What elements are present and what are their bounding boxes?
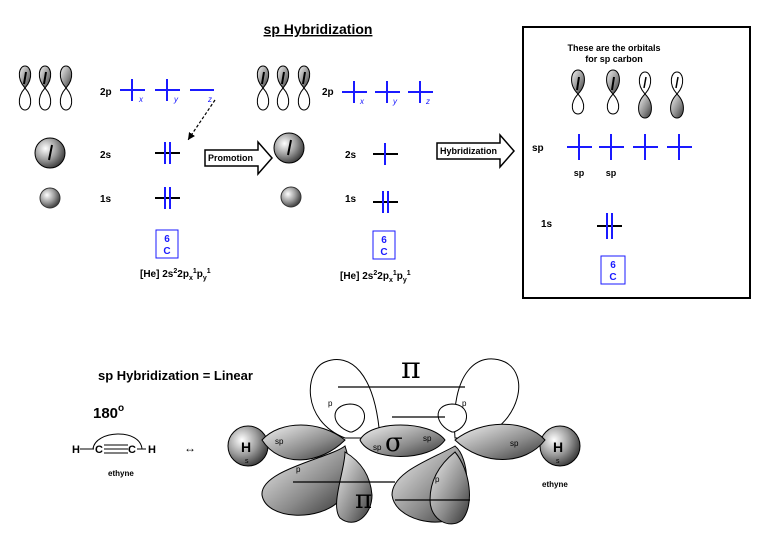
excited-level-2p: 2p: [322, 87, 334, 98]
orbital-sp-label-2: sp: [373, 443, 382, 452]
orbital-p-label-1: p: [328, 399, 333, 408]
excited-1s-box: [373, 191, 398, 213]
orbital-p-label-4: p: [435, 475, 440, 484]
promotion-arrow: [204, 140, 273, 176]
sp-panel-heading-2: for sp carbon: [585, 54, 643, 64]
ethyne-structure: [80, 433, 146, 454]
orbital-s-left: s: [245, 458, 249, 465]
sp-sub-label-1: sp: [574, 168, 585, 178]
ethyne-atom-c1: C: [95, 444, 103, 456]
excited-level-2s: 2s: [345, 150, 357, 161]
excited-1s-sphere: [280, 186, 302, 208]
ground-configuration: [He] 2s22px1py1: [140, 268, 211, 282]
pi-bond-bottom-label: π: [355, 485, 372, 515]
excited-configuration: [He] 2s22px1py1: [340, 270, 411, 284]
ethyne-atom-h2: H: [148, 444, 156, 456]
ground-2p-boxes: [120, 79, 214, 101]
promotion-dashed-arrow: [187, 99, 216, 141]
orbital-h-right: H: [553, 439, 563, 455]
sp-orbital-boxes: [567, 134, 692, 160]
promotion-label: Promotion: [208, 153, 253, 163]
ground-axis-z: z: [207, 95, 212, 104]
sp-panel-element-number: 6: [610, 260, 616, 271]
sp-panel-1s-box: [597, 213, 622, 239]
ground-element-number: 6: [164, 234, 170, 245]
ground-level-2s: 2s: [100, 150, 112, 161]
linear-heading: sp Hybridization = Linear: [98, 368, 253, 383]
orbital-s-right: s: [556, 458, 560, 465]
page-title: sp Hybridization: [264, 21, 373, 37]
sigma-bond-label: σ: [385, 428, 403, 458]
ethyne-label-right: ethyne: [542, 480, 568, 489]
excited-level-1s: 1s: [345, 194, 357, 205]
ground-element-symbol: C: [163, 246, 170, 257]
ethyne-atom-c2: C: [128, 444, 136, 456]
sp-panel-1s-label: 1s: [541, 219, 553, 230]
excited-axis-x: x: [359, 97, 365, 106]
ground-1s-box: [155, 187, 180, 209]
excited-element-symbol: C: [380, 247, 387, 258]
ethyne-label-left: ethyne: [108, 469, 134, 478]
resonance-arrow: ↔: [184, 441, 196, 455]
excited-state-p-lobes: [256, 65, 311, 111]
hybridization-arrow: [436, 133, 515, 169]
orbital-sp-label-1: sp: [275, 437, 284, 446]
orbital-sp-label-4: sp: [510, 439, 519, 448]
ground-level-1s: 1s: [100, 194, 112, 205]
ground-axis-x: x: [138, 95, 144, 104]
ground-2s-sphere: [34, 137, 66, 169]
orbital-sp-label-3: sp: [423, 434, 432, 443]
sp-panel-orbital-lobes: [571, 69, 684, 119]
excited-element-box: [372, 230, 396, 260]
ethyne-atom-h1: H: [72, 444, 80, 456]
sp-panel-element-box: [600, 255, 626, 285]
ground-level-2p: 2p: [100, 87, 112, 98]
ground-element-box: [155, 229, 179, 259]
ground-2s-box: [155, 142, 180, 164]
sp-panel-element-symbol: C: [609, 272, 616, 283]
ground-1s-sphere: [39, 187, 61, 209]
excited-axis-y: y: [392, 97, 398, 106]
pi-bond-top-label: π: [401, 351, 421, 386]
orbital-h-left: H: [241, 439, 251, 455]
hybridization-label: Hybridization: [440, 146, 497, 156]
ground-axis-y: y: [173, 95, 179, 104]
excited-axis-z: z: [425, 97, 430, 106]
orbital-overlap-model: [227, 358, 581, 525]
sp-panel-heading-1: These are the orbitals: [567, 43, 660, 53]
orbital-p-label-3: p: [296, 465, 301, 474]
excited-2p-boxes: [342, 81, 433, 103]
excited-2s-sphere: [273, 132, 305, 164]
sp-sub-label-2: sp: [606, 168, 617, 178]
sp-level-label: sp: [532, 143, 544, 154]
sp-carbon-panel: [522, 26, 751, 299]
excited-2s-box: [373, 143, 398, 165]
excited-element-number: 6: [381, 235, 387, 246]
ground-state-p-lobes: [18, 65, 73, 111]
bond-angle: 180o: [93, 403, 124, 422]
orbital-p-label-2: p: [462, 399, 467, 408]
